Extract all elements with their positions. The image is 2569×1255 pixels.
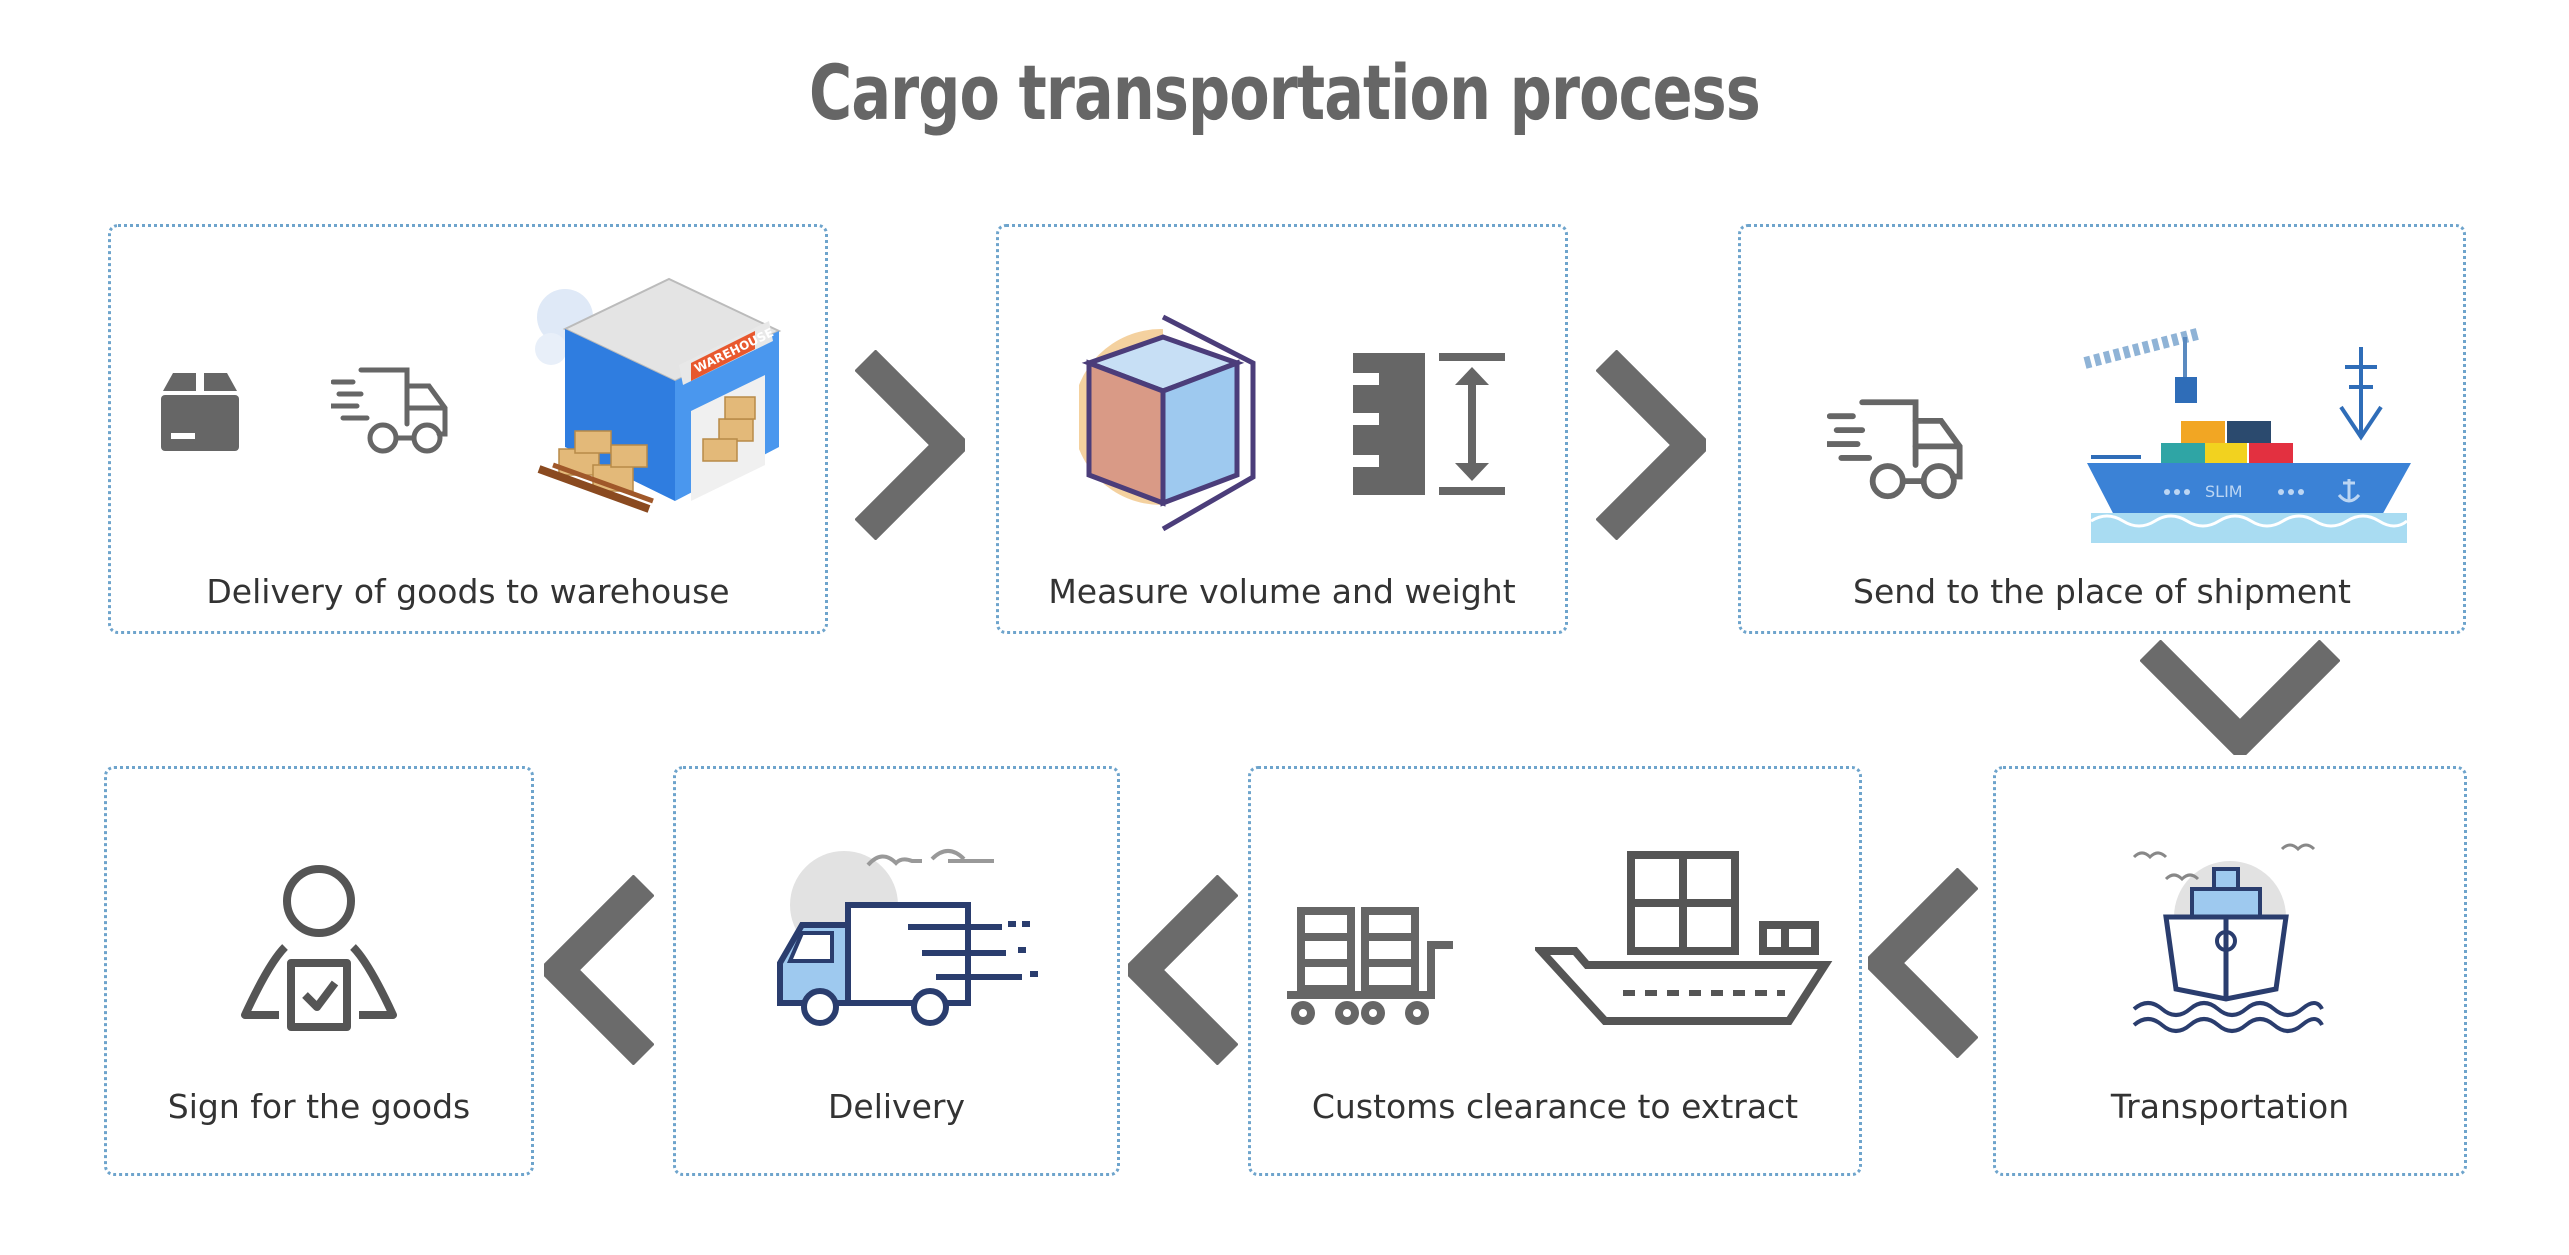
step-label: Transportation	[2110, 1087, 2350, 1126]
step-card-customs: Customs clearance to extract	[1248, 766, 1862, 1176]
step-label: Measure volume and weight	[1048, 572, 1516, 611]
arrow-down-icon	[2140, 640, 2340, 755]
arrow-left-icon	[544, 875, 654, 1065]
cube-icon	[1079, 314, 1256, 532]
arrow-right-icon	[1596, 350, 1706, 540]
step-card-delivery-to-warehouse: WAREHOUSE Delivery of goods to warehouse	[108, 224, 828, 634]
step-label: Send to the place of shipment	[1853, 572, 2351, 611]
step-label: Sign for the goods	[167, 1087, 471, 1126]
warehouse-building-icon: WAREHOUSE	[535, 277, 782, 513]
page-title: Cargo transportation process	[809, 48, 1761, 137]
ship-name-text: SLIM	[2205, 482, 2243, 501]
cargo-ship-icon: SLIM	[2083, 327, 2411, 543]
ship-icon	[2132, 843, 2324, 1033]
package-icon	[161, 373, 239, 451]
step-card-transportation: Transportation	[1993, 766, 2467, 1176]
step-card-send-to-shipment: SLIM Send to the place of shipment	[1738, 224, 2466, 634]
step-card-measure: Measure volume and weight	[996, 224, 1568, 634]
arrow-left-icon	[1128, 875, 1238, 1065]
delivery-truck-icon	[777, 849, 1038, 1026]
arrow-right-icon	[855, 350, 965, 540]
step-label: Customs clearance to extract	[1311, 1087, 1799, 1126]
hand-cart-icon	[1287, 907, 1453, 1025]
person-checklist-icon	[241, 865, 397, 1031]
step-card-sign-for-goods: Sign for the goods	[104, 766, 534, 1176]
container-ship-icon	[1535, 851, 1833, 1025]
step-label: Delivery of goods to warehouse	[206, 572, 730, 611]
measure-ruler-icon	[1353, 353, 1505, 495]
fast-truck-icon	[331, 367, 448, 454]
step-label: Delivery	[828, 1087, 965, 1126]
fast-truck-icon	[1827, 399, 1963, 500]
arrow-left-icon	[1868, 868, 1978, 1058]
step-card-delivery: Delivery	[673, 766, 1120, 1176]
